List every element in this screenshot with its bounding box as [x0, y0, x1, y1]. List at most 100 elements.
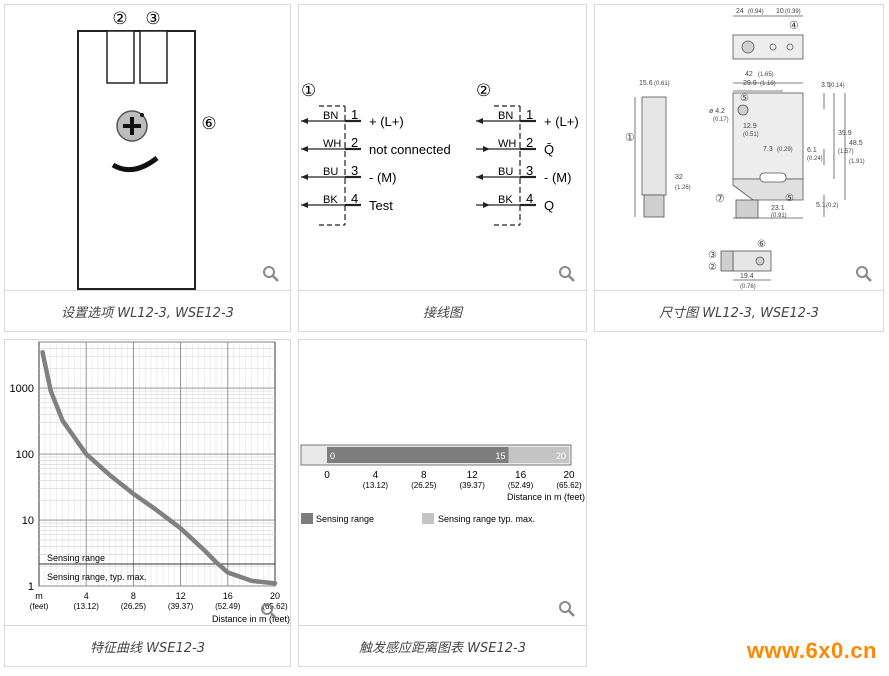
x-tick-feet: (65.62) — [556, 481, 582, 490]
caption: 特征曲线 WSE12-3 — [5, 625, 290, 666]
label-2: ② — [708, 262, 717, 273]
dim-15-6: 15.6 — [639, 80, 653, 87]
dim-32-inch: (1.26) — [675, 185, 691, 191]
wire-code: BN — [498, 110, 513, 122]
curve-line — [40, 349, 278, 586]
setting-options-card[interactable]: ② ③ ⑥ 设置选项 WL12-3, WSE12-3 — [4, 4, 291, 332]
dim-48-5-inch: (1.91) — [849, 159, 865, 165]
dim-7-3: 7.3 — [763, 146, 773, 153]
wiring-num-1: ② — [476, 81, 491, 100]
dim-29-9: 29.9 — [743, 80, 757, 87]
bar-label-end: 20 — [556, 451, 566, 461]
wire-pin: 4 — [526, 191, 533, 206]
zoom-icon[interactable] — [261, 603, 277, 619]
dim-5-1-inch: (0.2) — [826, 203, 838, 209]
dim-6-1: 6.1 — [807, 147, 817, 154]
caption: 尺寸图 WL12-3, WSE12-3 — [595, 290, 883, 331]
dim-3-5: 3.5 — [821, 82, 831, 89]
wire-pin: 3 — [526, 163, 533, 178]
dim-10-inch: (0.39) — [785, 9, 801, 15]
zoom-icon[interactable] — [558, 265, 576, 283]
x-tick-label: 16 — [515, 470, 527, 481]
y-tick-label: 1 — [28, 581, 34, 593]
dim-24-inch: (0.94) — [748, 9, 764, 15]
wire-code: WH — [498, 138, 516, 150]
bar-label-mid: 15 — [495, 451, 505, 461]
watermark: www.6x0.cn — [746, 638, 877, 663]
wire-pin: 4 — [351, 191, 358, 206]
dim-23-1: 23.1 — [771, 205, 785, 212]
dim-3-5-inch: (0.14) — [829, 83, 845, 89]
x-tick-feet: (65.62) — [262, 602, 288, 611]
sensing-range-max-bar — [508, 447, 569, 463]
x-tick-feet: (13.12) — [74, 602, 100, 611]
label-3: ③ — [708, 250, 717, 261]
zoom-icon[interactable] — [855, 265, 873, 283]
potentiometer-icon — [116, 110, 148, 142]
sensing-range-bar — [327, 447, 509, 463]
zoom-icon[interactable] — [558, 600, 576, 618]
wire-label: + (L+) — [369, 114, 404, 129]
wire-pin: 1 — [351, 107, 358, 122]
wire-label: - (M) — [369, 170, 396, 185]
wire-pin: 2 — [526, 135, 533, 150]
dim-42: 42 — [745, 71, 753, 78]
wire-label: Q̄ — [544, 142, 554, 157]
x-tick-label: 16 — [223, 591, 233, 601]
x-tick-label: 8 — [131, 591, 136, 601]
wire-label: not connected — [369, 142, 451, 157]
wire-label: - (M) — [544, 170, 571, 185]
dim-19-4-inch: (0.76) — [740, 284, 756, 290]
bar-label-start: 0 — [330, 451, 335, 461]
x-tick-label: 20 — [563, 470, 575, 481]
dimensions-image: 24 (0.94) 10 (0.39) ④ 15.6 (0.61) 42 (1.… — [595, 5, 883, 291]
dim-48-5: 48.5 — [849, 140, 863, 147]
x-tick-feet: (52.49) — [215, 602, 241, 611]
x-tick-feet: (39.37) — [168, 602, 194, 611]
wire-code: BN — [323, 110, 338, 122]
dim-5-1: 5.1 — [816, 202, 826, 209]
caption: 设置选项 WL12-3, WSE12-3 — [5, 290, 290, 331]
x-tick-feet: (26.25) — [121, 602, 147, 611]
wiring-num-0: ① — [301, 81, 316, 100]
label-2: ② — [112, 9, 127, 28]
dim-phi-4-2: ø 4.2 — [709, 108, 725, 115]
y-tick-label: 1000 — [10, 383, 34, 395]
setting-options-image: ② ③ ⑥ — [5, 5, 290, 291]
x-tick-feet: (feet) — [30, 602, 49, 611]
x-axis-label: Distance in m (feet) — [212, 614, 290, 624]
legend-sensing-range: Sensing range — [47, 553, 105, 563]
dim-29-9-inch: (1.18) — [760, 81, 776, 87]
x-tick-label: 4 — [84, 591, 89, 601]
x-tick-label: 20 — [270, 591, 280, 601]
dim-39-9-inch: (1.57) — [838, 149, 854, 155]
wire-pin: 3 — [351, 163, 358, 178]
dim-23-1-inch: (0.91) — [771, 213, 787, 219]
x-tick-label: 4 — [373, 470, 379, 481]
dim-32: 32 — [675, 174, 683, 181]
x-tick-feet: (13.12) — [363, 481, 389, 490]
label-3: ③ — [145, 9, 160, 28]
dim-12-9-inch: (0.51) — [743, 132, 759, 138]
x-tick-label: 12 — [467, 470, 479, 481]
x-tick-label: m — [35, 591, 43, 601]
caption: 触发感应距离图表 WSE12-3 — [299, 625, 586, 666]
wire-pin: 1 — [526, 107, 533, 122]
dim-6-1-inch: (0.24) — [807, 156, 823, 162]
dimensions-card[interactable]: 24 (0.94) 10 (0.39) ④ 15.6 (0.61) 42 (1.… — [594, 4, 884, 332]
label-7: ⑦ — [715, 193, 725, 205]
wire-label: Q — [544, 198, 554, 213]
wire-pin: 2 — [351, 135, 358, 150]
zoom-icon[interactable] — [262, 265, 280, 283]
dim-42-inch: (1.65) — [758, 72, 774, 78]
label-1: ① — [625, 132, 635, 144]
wire-code: BU — [498, 166, 513, 178]
legend-sensing-range-max: Sensing range, typ. max. — [47, 572, 147, 582]
legend-sensing-range: Sensing range — [316, 514, 374, 524]
